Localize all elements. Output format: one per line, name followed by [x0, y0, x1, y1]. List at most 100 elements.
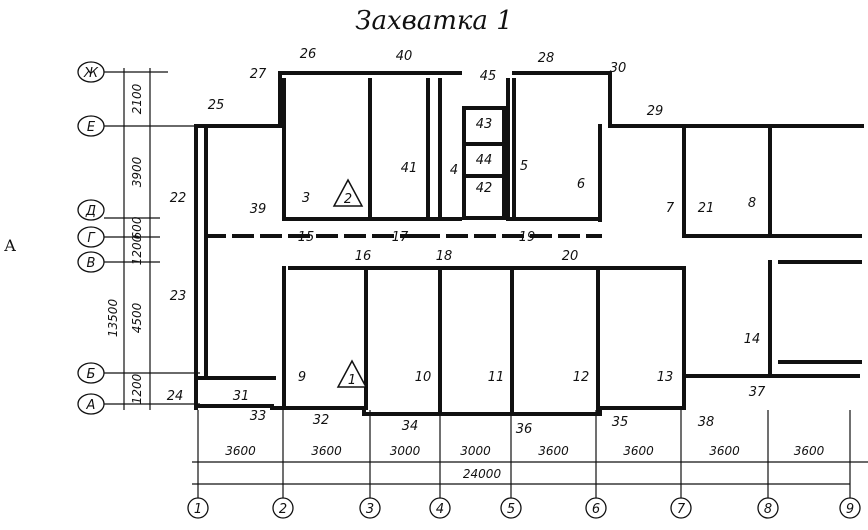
section-markers: 12 [332, 178, 368, 388]
element-label-35: 35 [612, 415, 629, 430]
axis-bubble-4: 4 [429, 492, 451, 519]
axis-bubble-3: 3 [359, 492, 381, 519]
axis-letter-label: Е [87, 120, 96, 135]
element-label-3: 3 [302, 191, 310, 206]
axis-bubble-6: 6 [585, 492, 607, 519]
axis-letter-label: Б [87, 367, 96, 382]
element-label-29: 29 [647, 104, 664, 119]
element-label-9: 9 [298, 370, 306, 385]
element-label-28: 28 [538, 51, 555, 66]
element-label-14: 14 [744, 332, 761, 347]
element-label-34: 34 [402, 419, 419, 434]
axis-letter-label: В [87, 256, 96, 271]
axis-letter-label: Ж [83, 66, 99, 81]
section-marker-2: 2 [332, 178, 364, 207]
element-label-45: 45 [480, 69, 497, 84]
element-label-42: 42 [476, 181, 493, 196]
element-label-6: 6 [577, 177, 585, 192]
element-label-36: 36 [516, 422, 533, 437]
horizontal-dim-total: 24000 [463, 467, 502, 481]
element-label-7: 7 [666, 201, 675, 216]
vertical-dimension-lines [104, 68, 200, 410]
horizontal-dim-value: 3600 [709, 444, 740, 458]
axis-bubble-V: В [77, 251, 105, 273]
axis-number-label: 6 [592, 502, 600, 517]
axis-number-label: 9 [846, 502, 854, 517]
axis-number-label: 7 [677, 502, 686, 517]
element-label-15: 15 [298, 230, 315, 245]
vertical-dim-value: 2100 [130, 83, 144, 114]
axis-number-label: 8 [764, 502, 772, 517]
axis-bubble-2: 2 [272, 492, 294, 519]
element-label-26: 26 [300, 47, 317, 62]
vertical-dim-value: 600 [130, 216, 144, 239]
element-label-24: 24 [167, 389, 184, 404]
element-label-4: 4 [450, 163, 458, 178]
element-label-32: 32 [313, 413, 330, 428]
horizontal-dim-value: 3600 [225, 444, 256, 458]
element-label-43: 43 [476, 117, 493, 132]
vertical-dim-total: 13500 [106, 299, 120, 338]
element-label-11: 11 [488, 370, 505, 385]
element-label-25: 25 [208, 98, 225, 113]
horizontal-dim-value: 3600 [538, 444, 569, 458]
axis-number-label: 3 [366, 502, 374, 517]
axis-bubble-E: Е [77, 115, 105, 137]
horizontal-dimension-lines [192, 410, 868, 492]
element-label-38: 38 [698, 415, 715, 430]
element-label-18: 18 [436, 249, 453, 264]
element-label-41: 41 [401, 161, 418, 176]
axis-bubble-Zh: Ж [77, 61, 105, 83]
axis-bubble-1: 1 [187, 492, 209, 519]
axis-bubble-5: 5 [500, 492, 522, 519]
element-label-23: 23 [170, 289, 187, 304]
plan-title: Захватка 1 [355, 6, 513, 36]
element-label-33: 33 [250, 409, 267, 424]
walls [194, 71, 864, 416]
vertical-dim-value: 1200 [130, 234, 144, 265]
axis-bubble-7: 7 [670, 492, 692, 519]
horizontal-dim-value: 3600 [794, 444, 825, 458]
horizontal-dim-value: 3000 [390, 444, 421, 458]
section-marker-label: 1 [348, 373, 356, 388]
vertical-dim-value: 3900 [130, 156, 144, 187]
element-label-44: 44 [476, 153, 493, 168]
axis-bubble-9: 9 [839, 492, 861, 519]
axis-letter-label: Д [85, 204, 96, 219]
element-label-39: 39 [250, 202, 267, 217]
axis-number-label: 4 [436, 502, 444, 517]
axis-bubble-G: Г [77, 226, 105, 248]
element-label-17: 17 [392, 230, 409, 245]
side-label: А [4, 236, 17, 255]
horizontal-dimension-values: 3600 3600 3000 3000 3600 3600 3600 3600 24000 [225, 444, 824, 481]
axis-bubble-A: А [77, 393, 105, 415]
section-marker-1: 1 [336, 359, 368, 388]
element-label-16: 16 [355, 249, 372, 264]
element-label-27: 27 [250, 67, 267, 82]
axis-bubble-D: Д [77, 199, 105, 221]
element-label-5: 5 [520, 159, 528, 174]
element-label-22: 22 [170, 191, 187, 206]
element-label-12: 12 [573, 370, 590, 385]
element-label-40: 40 [396, 49, 413, 64]
element-label-31: 31 [233, 389, 250, 404]
letter-axis-markers: Ж Е ДГВ БА [77, 61, 105, 415]
element-label-13: 13 [657, 370, 674, 385]
vertical-dim-value: 1200 [130, 373, 144, 404]
axis-letter-label: Г [87, 231, 96, 246]
axis-number-label: 5 [507, 502, 515, 517]
vertical-dim-value: 4500 [130, 302, 144, 333]
element-label-8: 8 [748, 196, 756, 211]
horizontal-dim-value: 3000 [460, 444, 491, 458]
horizontal-dim-value: 3600 [311, 444, 342, 458]
element-label-19: 19 [519, 230, 536, 245]
axis-number-label: 1 [194, 502, 202, 517]
axis-bubble-8: 8 [757, 492, 779, 519]
axis-bubble-B: Б [77, 362, 105, 384]
horizontal-dim-value: 3600 [623, 444, 654, 458]
axis-number-label: 2 [279, 502, 287, 517]
